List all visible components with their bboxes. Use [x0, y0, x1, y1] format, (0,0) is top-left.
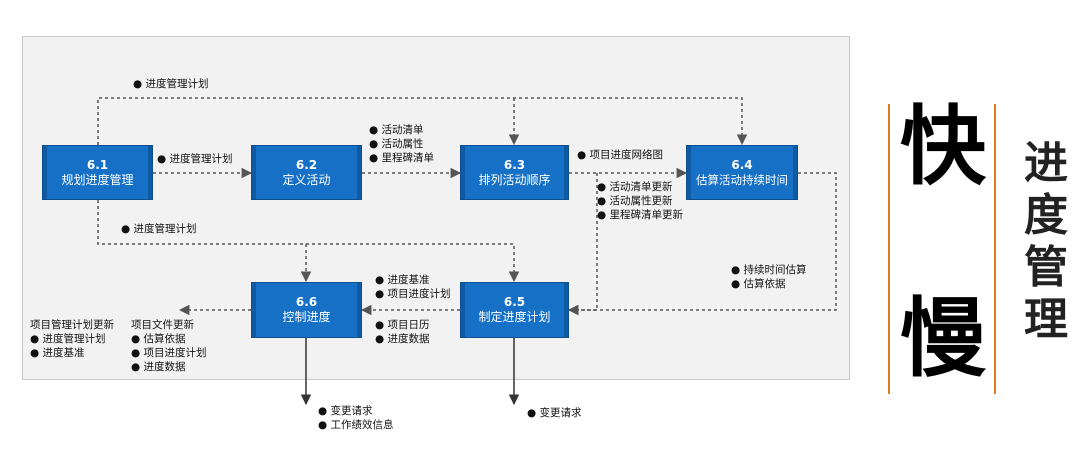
label-top-plan: ● 进度管理计划	[133, 78, 209, 90]
label-work-performance-info: ● 工作绩效信息	[318, 419, 394, 431]
divider-right	[994, 104, 996, 394]
vertical-title-char: 管	[1024, 242, 1068, 293]
process-name: 定义活动	[282, 172, 331, 187]
label-project-calendar: ● 项目日历	[375, 319, 430, 331]
process-6-2[interactable]: 6.2 定义活动	[251, 145, 362, 200]
label-milestone-update: ● 里程碑清单更新	[597, 209, 683, 221]
vertical-title: 进 度 管 理	[1022, 138, 1070, 346]
label-doc-update-title: 项目文件更新	[131, 319, 194, 331]
process-name: 估算活动持续时间	[696, 172, 788, 187]
label-pmp-update-title: 项目管理计划更新	[30, 319, 114, 331]
process-6-5[interactable]: 6.5 制定进度计划	[460, 282, 569, 338]
arrow-64-65	[567, 172, 837, 316]
label-pmp-update-item: ● 进度基准	[30, 347, 85, 359]
process-6-3[interactable]: 6.3 排列活动顺序	[460, 145, 569, 200]
vertical-title-char: 理	[1024, 294, 1068, 345]
label-basis-of-estimates: ● 估算依据	[731, 278, 786, 290]
label-activity-attributes: ● 活动属性	[369, 138, 424, 150]
label-mid-plan: ● 进度管理计划	[121, 223, 197, 235]
vertical-title-char: 度	[1024, 190, 1068, 241]
process-name: 排列活动顺序	[478, 172, 551, 187]
label-schedule-baseline: ● 进度基准	[375, 274, 430, 286]
label-project-schedule: ● 项目进度计划	[375, 288, 451, 300]
vertical-title-char: 进	[1024, 138, 1068, 189]
process-name: 制定进度计划	[478, 310, 551, 324]
fast-text: 快	[900, 97, 986, 197]
label-doc-update-item: ● 进度数据	[131, 361, 186, 373]
process-name: 规划进度管理	[61, 172, 134, 187]
diagram-panel	[22, 36, 850, 380]
label-change-requests: ● 变更请求	[318, 405, 373, 417]
label-change-requests: ● 变更请求	[527, 407, 582, 419]
slow-text: 慢	[900, 289, 986, 389]
divider-left	[888, 104, 890, 394]
arrow-63-65	[567, 173, 598, 316]
process-name: 控制进度	[282, 310, 331, 324]
label-network-diagram: ● 项目进度网络图	[577, 149, 663, 161]
process-number: 6.6	[295, 295, 318, 310]
process-number: 6.4	[731, 158, 753, 173]
label-milestone-list: ● 里程碑清单	[369, 152, 434, 164]
process-6-1[interactable]: 6.1 规划进度管理	[42, 145, 153, 200]
label-doc-update-item: ● 项目进度计划	[131, 347, 207, 359]
process-6-4[interactable]: 6.4 估算活动持续时间	[686, 145, 798, 200]
arrow-61-top-loop	[97, 97, 748, 146]
process-number: 6.1	[86, 157, 109, 172]
label-doc-update-item: ● 估算依据	[131, 333, 186, 345]
label-activity-list-update: ● 活动清单更新	[597, 181, 673, 193]
process-number: 6.2	[295, 157, 318, 172]
process-6-6[interactable]: 6.6 控制进度	[251, 282, 362, 338]
label-duration-estimates: ● 持续时间估算	[731, 264, 807, 276]
label-activity-attributes-update: ● 活动属性更新	[597, 195, 673, 207]
process-number: 6.5	[503, 295, 526, 310]
process-number: 6.3	[503, 157, 526, 172]
label-activity-list: ● 活动清单	[369, 124, 424, 136]
label-schedule-data: ● 进度数据	[375, 333, 430, 345]
label-plan-61-62: ● 进度管理计划	[157, 153, 233, 165]
label-pmp-update-item: ● 进度管理计划	[30, 333, 106, 345]
